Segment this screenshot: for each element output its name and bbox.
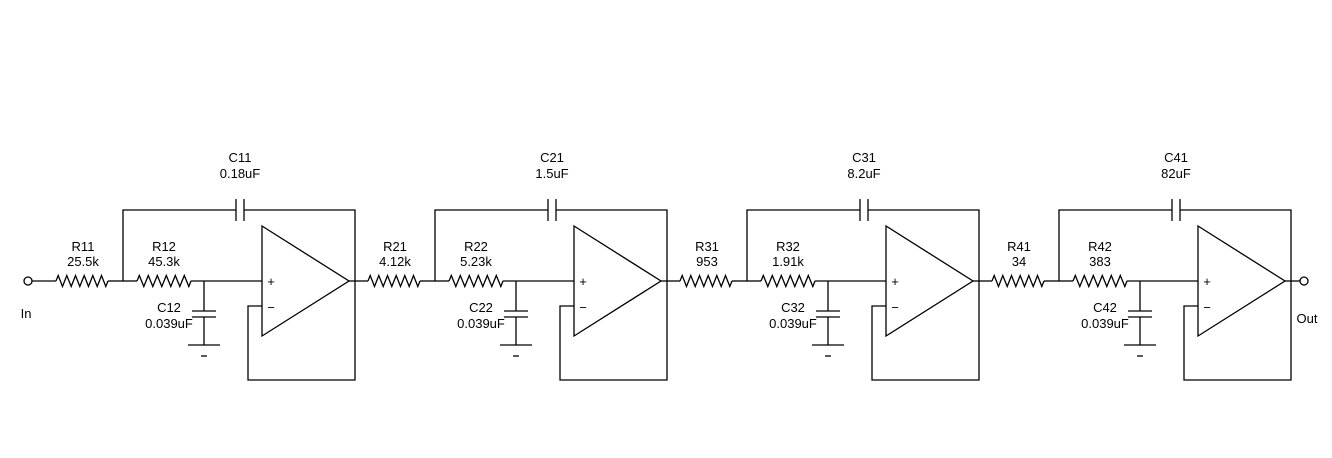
resistor-name: R31	[695, 239, 719, 254]
resistor-value: 1.91k	[772, 254, 804, 269]
output-node	[1299, 276, 1309, 286]
wire	[868, 209, 980, 281]
capacitor-value: 0.039uF	[1081, 316, 1129, 331]
resistor-name: R41	[1007, 239, 1031, 254]
resistor-value: 34	[1012, 254, 1026, 269]
ground-icon	[500, 344, 532, 357]
capacitor-name: C42	[1093, 300, 1117, 315]
wire	[1058, 209, 1172, 281]
capacitor-value: 0.039uF	[457, 316, 505, 331]
opamp-symbol	[261, 224, 351, 338]
opamp-symbol	[573, 224, 663, 338]
opamp-2: +−	[559, 224, 668, 381]
resistor-name: R21	[383, 239, 407, 254]
input-terminal: In	[21, 276, 56, 321]
opamp-plus-pin: +	[267, 274, 275, 289]
resistor-name: R22	[464, 239, 488, 254]
resistor-value: 5.23k	[460, 254, 492, 269]
capacitor-name: C12	[157, 300, 181, 315]
capacitor-value: 82uF	[1161, 166, 1191, 181]
follower-feedback	[247, 281, 356, 381]
opamp-minus-pin: −	[267, 300, 275, 315]
capacitor-value: 0.039uF	[769, 316, 817, 331]
capacitor-name: C41	[1164, 150, 1188, 165]
opamp-plus-pin: +	[579, 274, 587, 289]
capacitor-name: C32	[781, 300, 805, 315]
output-terminal: Out	[1291, 276, 1318, 326]
capacitor-value: 0.18uF	[220, 166, 261, 181]
wire	[1180, 209, 1292, 281]
opamp-minus-pin: −	[891, 300, 899, 315]
wire	[122, 209, 236, 281]
input-node	[23, 276, 33, 286]
capacitor-name: C31	[852, 150, 876, 165]
capacitor-name: C21	[540, 150, 564, 165]
resistor-symbol	[55, 273, 109, 289]
resistor-name: R11	[72, 239, 95, 254]
wire	[244, 209, 356, 281]
wire	[746, 209, 860, 281]
resistor-value: 45.3k	[148, 254, 180, 269]
opamp-plus-pin: +	[1203, 274, 1211, 289]
capacitor-value: 8.2uF	[847, 166, 880, 181]
capacitor-name: C22	[469, 300, 493, 315]
resistor-value: 953	[696, 254, 718, 269]
opamp-minus-pin: −	[1203, 300, 1211, 315]
capacitor-value: 0.039uF	[145, 316, 193, 331]
resistor-symbol	[1072, 273, 1128, 289]
ground-icon	[1124, 344, 1156, 357]
resistor-value: 4.12k	[379, 254, 411, 269]
opamp-1: +−	[247, 224, 356, 381]
resistor-name: R12	[152, 239, 176, 254]
ground-icon	[188, 344, 220, 357]
resistor-symbol	[367, 273, 421, 289]
opamp-symbol	[1197, 224, 1287, 338]
follower-feedback	[1183, 281, 1292, 381]
opamp-symbol	[885, 224, 975, 338]
follower-feedback	[559, 281, 668, 381]
follower-feedback	[871, 281, 980, 381]
wire	[556, 209, 668, 281]
resistor-symbol	[991, 273, 1045, 289]
resistor-name: R42	[1088, 239, 1112, 254]
opamp-minus-pin: −	[579, 300, 587, 315]
capacitor-name: C11	[229, 150, 252, 165]
output-label: Out	[1297, 311, 1318, 326]
capacitor-value: 1.5uF	[535, 166, 568, 181]
resistor-name: R32	[776, 239, 800, 254]
wire	[434, 209, 548, 281]
resistor-symbol	[448, 273, 504, 289]
opamp-4: +−	[1183, 224, 1292, 381]
resistor-value: 25.5k	[67, 254, 99, 269]
resistor-value: 383	[1089, 254, 1111, 269]
input-label: In	[21, 306, 32, 321]
ground-icon	[812, 344, 844, 357]
resistor-symbol	[679, 273, 733, 289]
resistor-symbol	[760, 273, 816, 289]
opamp-plus-pin: +	[891, 274, 899, 289]
resistor-symbol	[136, 273, 192, 289]
opamp-3: +−	[871, 224, 980, 381]
